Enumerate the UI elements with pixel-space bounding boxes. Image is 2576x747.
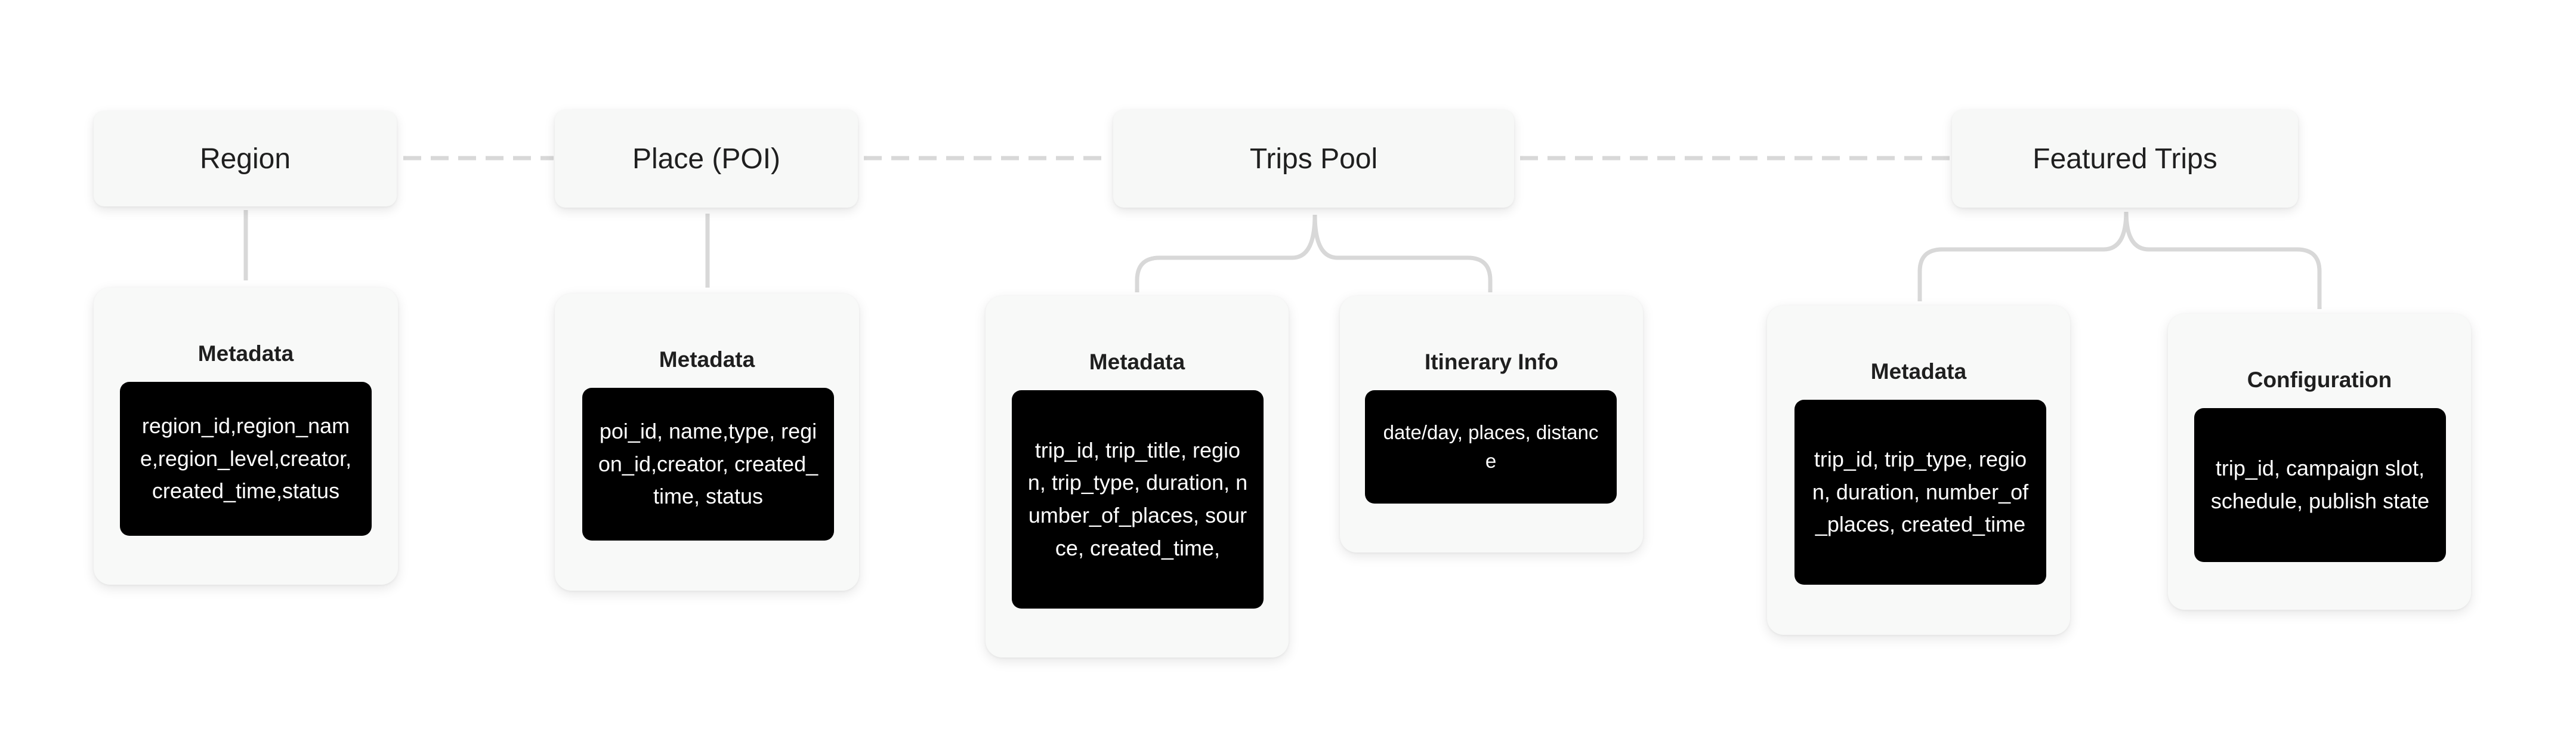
card-title: Configuration: [2247, 368, 2392, 392]
entity-trips-pool: Trips Pool: [1113, 110, 1514, 208]
card-title: Metadata: [659, 347, 755, 372]
trips-pool-itinerary-card: Itinerary Info date/day, places, distanc…: [1340, 296, 1643, 552]
field-list: poi_id, name,type, region_id,creator, cr…: [582, 388, 834, 541]
trips-pool-metadata-card: Metadata trip_id, trip_title, region, tr…: [986, 296, 1289, 658]
card-title: Metadata: [1089, 350, 1185, 374]
entity-region: Region: [94, 111, 397, 206]
bracket-featured-trips: [1917, 211, 2322, 309]
featured-metadata-card: Metadata trip_id, trip_type, region, dur…: [1767, 305, 2070, 635]
field-list: trip_id, trip_type, region, duration, nu…: [1794, 400, 2046, 585]
region-metadata-card: Metadata region_id,region_name,region_le…: [94, 288, 398, 585]
card-title: Metadata: [197, 341, 294, 366]
bracket-trips-pool: [1135, 214, 1493, 292]
card-title: Itinerary Info: [1424, 350, 1559, 374]
entity-place: Place (POI): [555, 110, 858, 208]
field-list: region_id,region_name,region_level,creat…: [120, 382, 372, 536]
featured-configuration-card: Configuration trip_id, campaign slot, sc…: [2168, 314, 2471, 610]
field-list: date/day, places, distance: [1365, 390, 1617, 504]
place-metadata-card: Metadata poi_id, name,type, region_id,cr…: [555, 294, 859, 591]
card-title: Metadata: [1870, 359, 1967, 384]
field-list: trip_id, campaign slot, schedule, publis…: [2194, 408, 2446, 562]
entity-featured-trips: Featured Trips: [1952, 110, 2298, 208]
field-list: trip_id, trip_title, region, trip_type, …: [1012, 390, 1264, 609]
